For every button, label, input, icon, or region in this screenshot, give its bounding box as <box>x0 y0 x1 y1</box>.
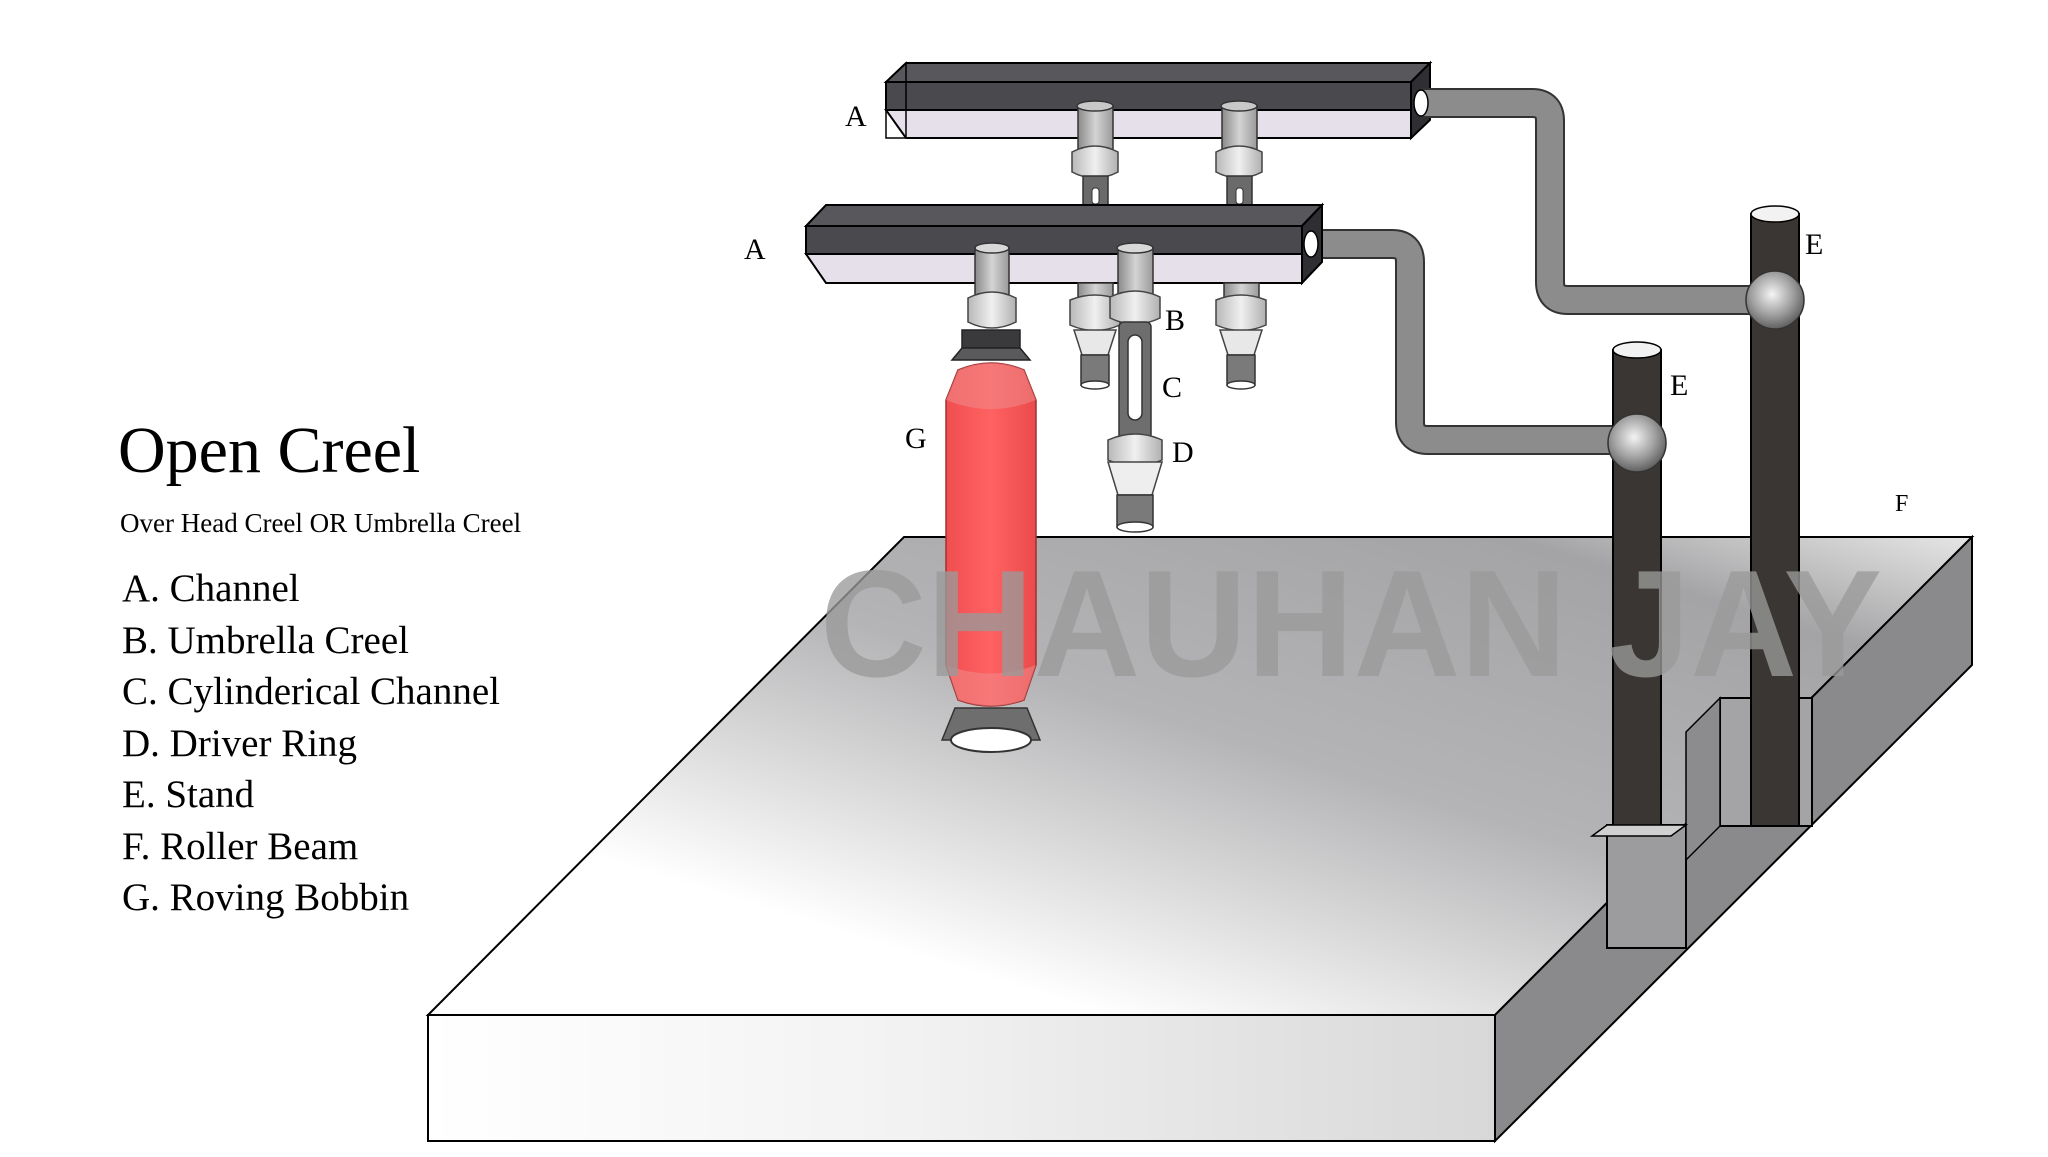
stand-back-joint <box>1745 270 1805 330</box>
parts-legend: A. Channel B. Umbrella Creel C. Cylinder… <box>122 563 500 924</box>
legend-item-roller-beam: F. Roller Beam <box>122 824 359 868</box>
label-roller-beam: F <box>1895 491 1908 517</box>
back-hanger-1 <box>1071 100 1119 207</box>
umbrella-hanger-left <box>1069 282 1121 390</box>
umbrella-hanger-right <box>1215 282 1267 390</box>
back-hangers <box>1071 100 1263 207</box>
back-hanger-2 <box>1215 100 1263 207</box>
stand-base-block-side <box>1685 696 1721 862</box>
legend-item-cylindrical-channel: C. Cylinderical Channel <box>122 670 501 713</box>
driver-ring <box>1107 433 1163 467</box>
umbrella-creel-ring <box>1109 290 1161 325</box>
label-channel-back: A <box>845 100 867 133</box>
pipe-front <box>1316 229 1620 455</box>
watermark: CHAUHAN JAY <box>820 539 1882 709</box>
label-driver-ring: D <box>1172 436 1194 469</box>
floor-front <box>427 1014 1496 1142</box>
label-umbrella-creel: B <box>1165 304 1185 337</box>
diagram-subtitle: Over Head Creel OR Umbrella Creel <box>120 508 522 538</box>
label-stand-front: E <box>1670 369 1688 402</box>
roving-bobbin-assembly <box>940 242 1042 753</box>
part-labels: A A B C D E E F G <box>744 100 1908 517</box>
label-channel-front: A <box>744 233 766 266</box>
channel-front <box>803 202 1325 286</box>
legend-item-roving-bobbin: G. Roving Bobbin <box>122 876 410 919</box>
channel-front-opening <box>1303 230 1319 258</box>
channel-back <box>883 60 1433 141</box>
umbrella-creel-assembly <box>1106 242 1164 533</box>
floor-cutout-top <box>1606 824 1687 949</box>
channel-back-opening <box>1413 89 1429 117</box>
pipes <box>1316 88 1760 455</box>
legend-item-driver-ring: D. Driver Ring <box>122 721 358 765</box>
stand-front <box>1607 341 1667 827</box>
pipe-back <box>1420 88 1760 315</box>
diagram-title: Open Creel <box>118 414 421 487</box>
label-roving-bobbin: G <box>905 422 927 455</box>
legend-item-channel: A. Channel <box>122 567 300 610</box>
legend-item-stand: E. Stand <box>122 773 255 816</box>
legend-item-umbrella-creel: B. Umbrella Creel <box>122 618 409 662</box>
label-stand-back: E <box>1805 228 1823 261</box>
stand-ledge <box>1589 824 1689 837</box>
label-cylindrical-channel: C <box>1162 371 1182 404</box>
stand-back <box>1745 205 1805 827</box>
stand-front-joint <box>1607 413 1667 473</box>
